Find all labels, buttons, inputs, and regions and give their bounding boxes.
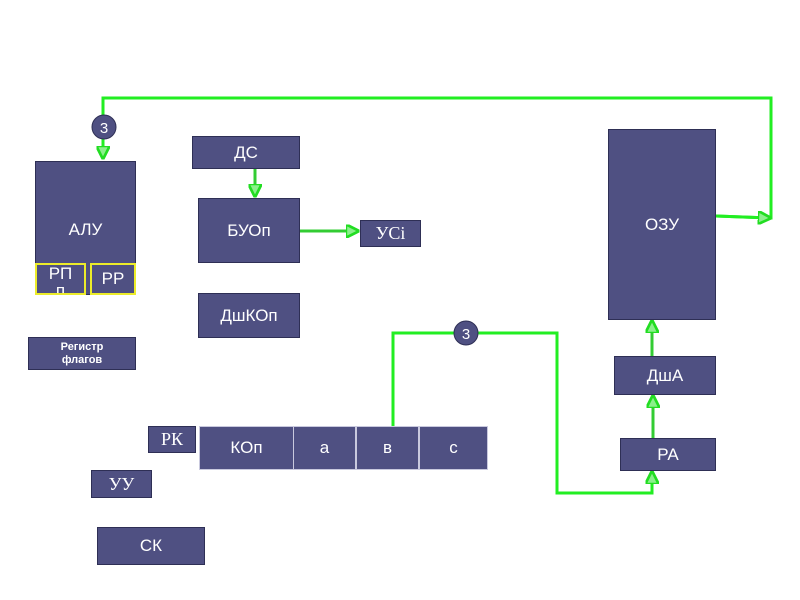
rpp-register: РП п [35,263,86,295]
dsha-label: ДшА [646,365,684,385]
a-cell: а [293,426,356,470]
kop-label: КОп [230,438,263,457]
uu-label: УУ [108,473,135,494]
c-cell: с [419,426,488,470]
flags-label: Регистр флагов [60,340,104,366]
wire-v-to-ra [391,331,652,495]
alu-label: АЛУ [68,220,103,239]
ozu-block: ОЗУ [608,129,716,320]
uu-block: УУ [91,470,152,498]
ds-block: ДС [192,136,300,169]
v-label: в [382,438,393,457]
badge-mid: 3 [453,320,479,346]
dshkop-block: ДшКОп [198,293,300,338]
sk-label: СК [139,536,163,555]
buop-label: БУОп [227,220,271,240]
rpp-label: РП п [48,264,73,295]
buop-block: БУОп [198,198,300,263]
dshkop-label: ДшКОп [220,305,278,325]
svg-text:3: 3 [100,120,108,137]
ra-block: РА [620,438,716,471]
a-label: а [319,438,330,457]
dsha-block: ДшА [614,356,716,395]
rk-label: РК [160,429,184,449]
usi-label: УСi [375,223,406,243]
sk-block: СК [97,527,205,565]
ra-label: РА [657,444,679,464]
c-label: с [449,438,458,457]
svg-text:3: 3 [462,326,470,343]
rr-label: РР [101,269,125,288]
rr-register: РР [90,263,136,295]
v-cell: в [356,426,419,470]
kop-cell: КОп [199,426,294,470]
flags-register: Регистр флагов [28,337,136,370]
ozu-label: ОЗУ [644,214,680,234]
rk-block: РК [148,426,196,453]
wire-ozu-out-arrow [715,216,770,218]
usi-block: УСi [360,220,421,247]
ds-label: ДС [234,142,258,162]
badge-top: 3 [91,114,117,140]
